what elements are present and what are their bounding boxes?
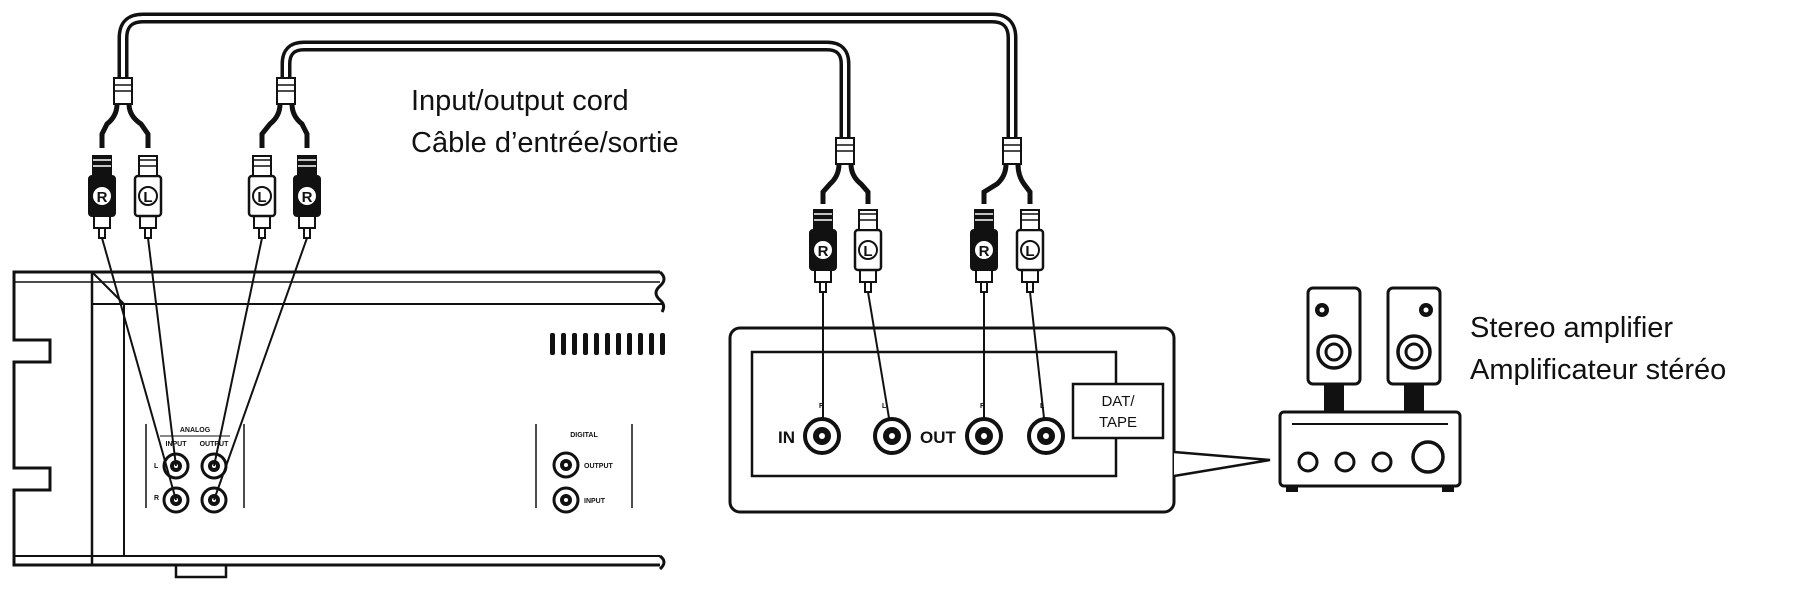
deck-out-label: OUT [920,428,957,447]
plug-letter-l: L [143,189,152,206]
vent-slots [550,333,665,355]
deck-out-jack-r[interactable] [965,417,1003,455]
cd-player-rear-panel [12,270,666,579]
deck-in-jack-l[interactable] [873,417,911,455]
analog-jack-group: ANALOG INPUT OUTPUT L R [145,424,245,514]
deck-out-r-label: R [980,403,985,410]
digital-jack-group: DIGITAL OUTPUT INPUT [535,424,633,514]
analog-label: ANALOG [180,427,211,434]
deck-in-l-label: L [882,403,887,410]
dat-badge-line2: TAPE [1099,414,1137,431]
deck-out-l-label: L [1040,403,1045,410]
plug-letter-l: L [863,243,872,260]
deck-out-jack-l[interactable] [1027,417,1065,455]
deck-in-r-label: R [819,403,824,410]
player-plug-pair-a: R L [88,77,163,240]
plug-letter-r: R [979,243,990,260]
cord-caption-fr: Câble d’entrée/sortie [411,127,679,159]
digital-output-jack[interactable] [552,451,580,479]
deck-jacks: IN R L OUT R L [778,403,1065,455]
plug-letter-r: R [97,189,108,206]
amp-caption-fr: Amplificateur stéréo [1470,354,1726,386]
digital-label: DIGITAL [570,432,598,439]
player-plug-pair-b: L R [247,77,321,240]
deck-in-jack-r[interactable] [803,417,841,455]
plug-letter-l: L [1025,243,1034,260]
analog-input-label: INPUT [166,441,188,448]
deck-in-label: IN [778,428,795,447]
deck-plug-pair-in: R L [809,137,883,294]
analog-output-label: OUTPUT [200,441,230,448]
deck-wires [822,291,1047,437]
plug-letter-l: L [257,189,266,206]
stereo-amplifier-icon [1278,286,1462,492]
digital-input-jack[interactable] [552,486,580,514]
amp-caption-en: Stereo amplifier [1470,312,1673,344]
amplifier-body-icon [1278,410,1462,492]
speaker-left-icon [1306,286,1362,412]
deck-plug-pair-out: R L [970,137,1045,294]
speaker-right-icon [1386,286,1442,412]
player-wires [101,237,308,501]
analog-jack-r-label: R [154,495,159,502]
plug-letter-r: R [818,243,829,260]
deck-panel [728,326,1271,514]
main-cords [117,12,1018,150]
dat-tape-badge: DAT/ TAPE [1071,382,1165,440]
cord-caption-en: Input/output cord [411,85,629,117]
digital-output-label: OUTPUT [584,463,614,470]
plug-letter-r: R [302,189,313,206]
digital-input-label: INPUT [584,498,606,505]
dat-badge-line1: DAT/ [1101,393,1135,410]
analog-jack-l-label: L [154,463,159,470]
